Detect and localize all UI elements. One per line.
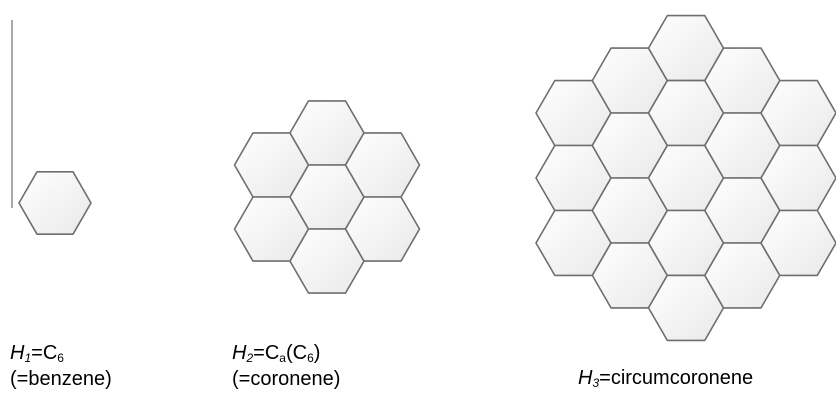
circumcoronene-hexagon-group xyxy=(535,14,836,342)
circumcoronene-hexagon xyxy=(760,209,836,277)
coronene-hexagon-group xyxy=(233,100,421,294)
coronene-hexagon xyxy=(344,196,421,262)
coronene-label: H2=Ca(C6) (=coronene) xyxy=(232,340,340,392)
benzene-label: H1=C6 (=benzene) xyxy=(10,340,112,392)
coronene-formula: H2=Ca(C6) xyxy=(232,342,321,365)
coronene-name: (=coronene) xyxy=(232,368,341,390)
circumcoronene-label: H3=circumcoronene xyxy=(578,367,754,390)
benzene-hexagon xyxy=(18,171,92,235)
benzene-name: (=benzene) xyxy=(10,368,112,390)
benzene-formula: H1=C6 xyxy=(10,342,64,365)
benzene-hexagon-group xyxy=(18,171,92,235)
